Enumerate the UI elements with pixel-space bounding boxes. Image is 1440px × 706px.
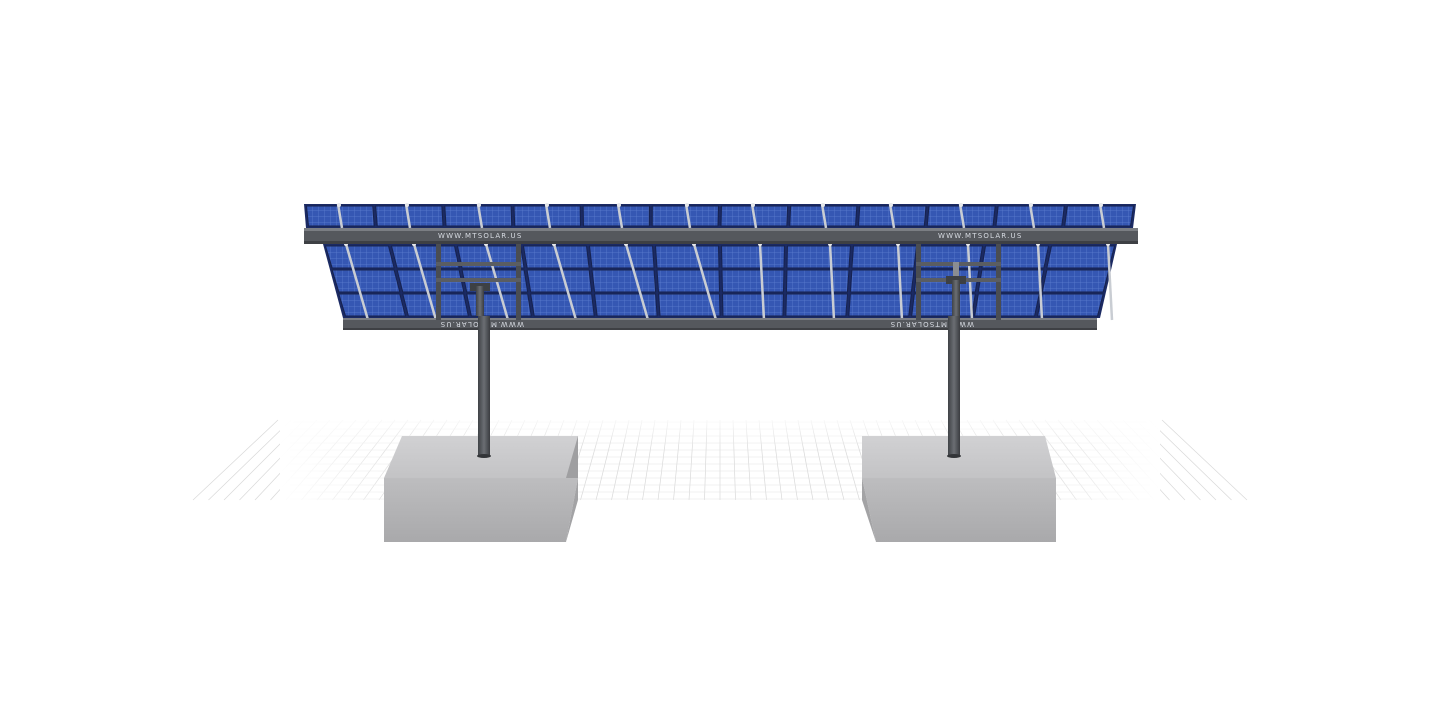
solar-panel xyxy=(1064,205,1135,227)
solar-panel xyxy=(654,245,720,269)
rail xyxy=(1098,203,1106,229)
solar-panel xyxy=(1036,293,1104,317)
rail xyxy=(692,243,718,321)
solar-panel xyxy=(594,293,658,317)
solar-panel xyxy=(785,293,848,317)
solar-panel xyxy=(974,293,1040,317)
rail xyxy=(958,203,966,229)
solar-panel xyxy=(530,293,595,317)
solar-panel xyxy=(526,269,593,293)
solar-panel xyxy=(588,245,655,269)
rail xyxy=(404,203,412,229)
solar-panel xyxy=(848,293,912,317)
rail xyxy=(758,243,766,321)
rail-clamp xyxy=(959,203,963,207)
rail xyxy=(896,243,904,321)
solar-panel xyxy=(721,293,784,317)
solar-panel xyxy=(651,205,720,227)
rail-clamp xyxy=(889,203,893,207)
rail xyxy=(616,203,624,229)
post-right xyxy=(947,316,961,458)
rail xyxy=(412,243,438,321)
rail xyxy=(344,243,370,321)
rail-clamp xyxy=(821,203,825,207)
solar-panel xyxy=(522,245,590,269)
lower-beam: WWW.MTSOLAR.US WWW.MTSOLAR.US xyxy=(343,318,1097,330)
solar-panel xyxy=(785,269,850,293)
solar-panel xyxy=(720,245,786,269)
rail-clamp xyxy=(337,203,341,207)
upper-beam-label-left: WWW.MTSOLAR.US xyxy=(438,232,523,240)
upper-beam: WWW.MTSOLAR.US WWW.MTSOLAR.US xyxy=(304,228,1138,244)
rail-clamp xyxy=(1029,203,1033,207)
rail-clamp xyxy=(477,203,481,207)
solar-panel xyxy=(721,269,785,293)
solar-panel xyxy=(324,245,395,269)
right-support-frame xyxy=(916,244,1001,320)
grid-line xyxy=(1148,419,1232,501)
solar-panel xyxy=(582,205,650,227)
rail xyxy=(750,203,758,229)
rail-clamp xyxy=(405,203,409,207)
rail-clamp xyxy=(617,203,621,207)
rail xyxy=(1036,243,1044,321)
solar-panel xyxy=(658,293,721,317)
grid-line xyxy=(208,419,292,501)
solar-panel xyxy=(849,269,915,293)
silver-rails xyxy=(336,203,1114,321)
grid-line xyxy=(1161,419,1248,501)
rail-clamp xyxy=(1099,203,1103,207)
solar-panel xyxy=(911,293,976,317)
rail-clamp xyxy=(545,203,549,207)
rail xyxy=(552,243,578,321)
solar-panel xyxy=(995,205,1065,227)
grid-line xyxy=(192,419,279,501)
rail xyxy=(1028,203,1036,229)
solar-panel xyxy=(1046,245,1116,269)
rail xyxy=(624,243,650,321)
rail xyxy=(684,203,692,229)
upper-beam-label-right: WWW.MTSOLAR.US xyxy=(938,232,1023,240)
left-support-frame xyxy=(436,244,521,320)
rail xyxy=(476,203,484,229)
rail xyxy=(544,203,552,229)
solar-panel xyxy=(331,269,401,293)
rail-clamp xyxy=(685,203,689,207)
solar-panel xyxy=(1041,269,1110,293)
rail-clamp xyxy=(751,203,755,207)
rail xyxy=(828,243,836,321)
solar-panel xyxy=(656,269,721,293)
lower-beam-label-right: WWW.MTSOLAR.US xyxy=(889,320,974,328)
solar-panel xyxy=(444,205,513,227)
solar-panel xyxy=(977,269,1045,293)
solar-panel xyxy=(375,205,444,227)
solar-panel xyxy=(851,245,918,269)
rail xyxy=(1106,243,1114,321)
solar-panel xyxy=(338,293,407,317)
panel-array xyxy=(304,204,1136,318)
post-left xyxy=(477,316,491,458)
solar-panel xyxy=(591,269,657,293)
rail xyxy=(336,203,344,229)
rail xyxy=(888,203,896,229)
solar-panel xyxy=(786,245,852,269)
rail xyxy=(820,203,828,229)
solar-panel xyxy=(402,293,469,317)
